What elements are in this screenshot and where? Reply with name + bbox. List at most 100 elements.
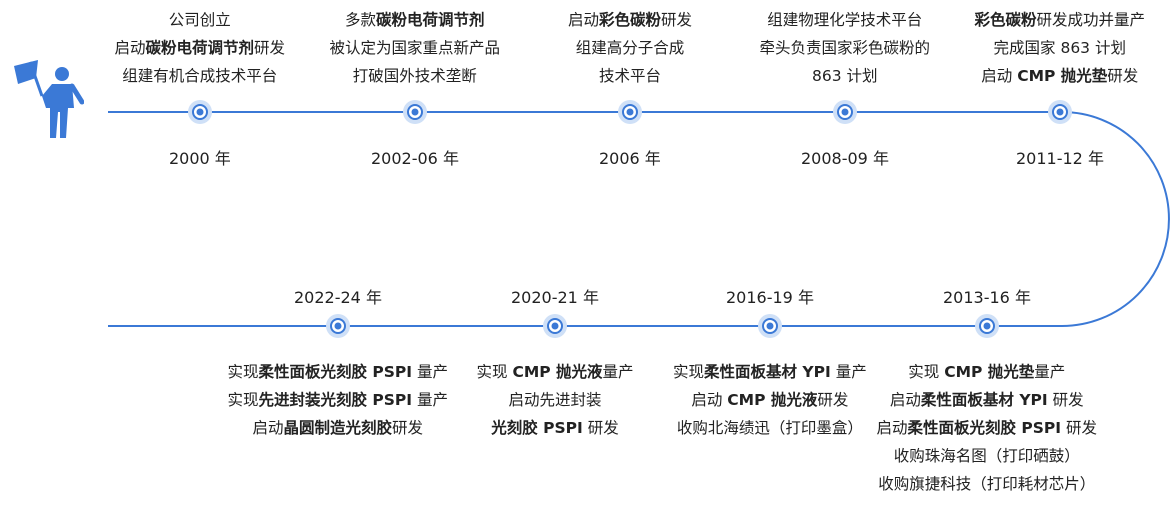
highlight-text: 光刻胶 PSPI [491,419,583,437]
milestone-line: 组建有机合成技术平台 [115,62,286,90]
highlight-text: 柔性面板光刻胶 PSPI [907,419,1062,437]
person-with-flag-icon [8,56,85,140]
text-segment: 量产 [602,363,634,381]
text-segment: 实现 [908,363,945,381]
highlight-text: CMP 抛光液 [727,391,818,409]
text-segment: 研发 [582,419,619,437]
milestone-year: 2020-21 年 [511,288,599,307]
milestone-description: 实现柔性面板基材 YPI 量产启动 CMP 抛光液研发收购北海绩迅（打印墨盒） [673,358,867,442]
text-segment: 完成国家 863 计划 [993,39,1126,57]
milestone-line: 公司创立 [115,6,286,34]
milestone-line: 技术平台 [568,62,692,90]
highlight-text: CMP 抛光垫 [1017,67,1108,85]
text-segment: 863 计划 [812,67,878,85]
text-segment: 启动 [114,39,146,57]
milestone-line: 彩色碳粉研发成功并量产 [975,6,1146,34]
milestone-line: 被认定为国家重点新产品 [330,34,501,62]
text-segment: 技术平台 [599,67,662,85]
milestone-line: 打破国外技术垄断 [330,62,501,90]
text-segment: 启动 [876,419,908,437]
highlight-text: 碳粉电荷调节剂 [376,11,485,29]
milestone-description: 公司创立启动碳粉电荷调节剂研发组建有机合成技术平台 [115,6,286,90]
milestone-year: 2011-12 年 [1016,149,1104,168]
text-segment: 组建物理化学技术平台 [767,11,923,29]
milestone-year: 2000 年 [169,149,231,168]
milestone-dot-top-1 [403,100,427,124]
milestone-line: 多款碳粉电荷调节剂 [330,6,501,34]
milestone-line: 实现 CMP 抛光液量产 [477,358,634,386]
milestone-year: 2006 年 [599,149,661,168]
highlight-text: 碳粉电荷调节剂 [145,39,255,57]
text-segment: 被认定为国家重点新产品 [329,39,501,57]
highlight-text: 柔性面板光刻胶 PSPI [258,363,413,381]
text-segment: 研发 [1107,67,1139,85]
milestone-dot-top-3 [833,100,857,124]
milestone-description: 多款碳粉电荷调节剂被认定为国家重点新产品打破国外技术垄断 [330,6,501,90]
text-segment: 研发 [661,11,693,29]
milestone-line: 863 计划 [760,62,931,90]
text-segment: 多款 [344,11,376,29]
text-segment: 研发 [1061,419,1098,437]
text-segment: 收购珠海名图（打印硒鼓） [893,447,1080,465]
highlight-text: 彩色碳粉 [974,11,1037,29]
text-segment: 量产 [412,363,449,381]
milestone-line: 启动柔性面板基材 YPI 研发 [877,386,1098,414]
milestone-line: 实现先进封装光刻胶 PSPI 量产 [228,386,449,414]
milestone-line: 启动先进封装 [477,386,634,414]
text-segment: 量产 [1034,363,1066,381]
text-segment: 量产 [830,363,867,381]
highlight-text: 先进封装光刻胶 PSPI [258,391,413,409]
milestone-line: 启动晶圆制造光刻胶研发 [228,414,449,442]
milestone-year: 2002-06 年 [371,149,459,168]
milestone-dot-bottom-1 [758,314,782,338]
milestone-description: 彩色碳粉研发成功并量产完成国家 863 计划启动 CMP 抛光垫研发 [975,6,1146,90]
milestone-year: 2022-24 年 [294,288,382,307]
milestone-dot-bottom-0 [975,314,999,338]
text-segment: 启动 [252,419,284,437]
text-segment: 研发成功并量产 [1036,11,1146,29]
highlight-text: 柔性面板基材 YPI [704,363,831,381]
text-segment: 收购旗捷科技（打印耗材芯片） [878,475,1096,493]
text-segment: 组建有机合成技术平台 [122,67,278,85]
text-segment: 打破国外技术垄断 [352,67,477,85]
text-segment: 研发 [392,419,424,437]
text-segment: 公司创立 [168,11,231,29]
milestone-dot-bottom-3 [326,314,350,338]
text-segment: 研发 [1047,391,1084,409]
milestone-line: 收购北海绩迅（打印墨盒） [673,414,867,442]
highlight-text: 柔性面板基材 YPI [920,391,1048,409]
milestone-dot-top-4 [1048,100,1072,124]
text-segment: 启动 [568,11,600,29]
highlight-text: 彩色碳粉 [599,11,662,29]
milestone-line: 实现 CMP 抛光垫量产 [877,358,1098,386]
milestone-line: 启动彩色碳粉研发 [568,6,692,34]
milestone-line: 实现柔性面板光刻胶 PSPI 量产 [228,358,449,386]
milestone-year: 2013-16 年 [943,288,1031,307]
highlight-text: 晶圆制造光刻胶 [283,419,393,437]
milestone-line: 组建高分子合成 [568,34,692,62]
milestone-line: 启动碳粉电荷调节剂研发 [115,34,286,62]
highlight-text: CMP 抛光液 [512,363,603,381]
milestone-year: 2016-19 年 [726,288,814,307]
milestone-dot-top-2 [618,100,642,124]
highlight-text: CMP 抛光垫 [944,363,1035,381]
milestone-dot-bottom-2 [543,314,567,338]
milestone-line: 收购旗捷科技（打印耗材芯片） [877,470,1098,498]
milestone-description: 实现柔性面板光刻胶 PSPI 量产实现先进封装光刻胶 PSPI 量产启动晶圆制造… [228,358,449,442]
text-segment: 实现 [227,363,259,381]
text-segment: 实现 [476,363,513,381]
text-segment: 启动 [691,391,728,409]
milestone-description: 启动彩色碳粉研发组建高分子合成技术平台 [568,6,692,90]
milestone-line: 实现柔性面板基材 YPI 量产 [673,358,867,386]
milestone-line: 收购珠海名图（打印硒鼓） [877,442,1098,470]
timeline-path [108,111,1170,327]
text-segment: 实现 [227,391,259,409]
text-segment: 研发 [254,39,286,57]
milestone-description: 实现 CMP 抛光液量产启动先进封装光刻胶 PSPI 研发 [477,358,634,442]
milestone-description: 实现 CMP 抛光垫量产启动柔性面板基材 YPI 研发启动柔性面板光刻胶 PSP… [877,358,1098,498]
milestone-line: 启动 CMP 抛光垫研发 [975,62,1146,90]
text-segment: 启动 [889,391,921,409]
text-segment: 收购北海绩迅（打印墨盒） [676,419,863,437]
text-segment: 启动先进封装 [508,391,602,409]
